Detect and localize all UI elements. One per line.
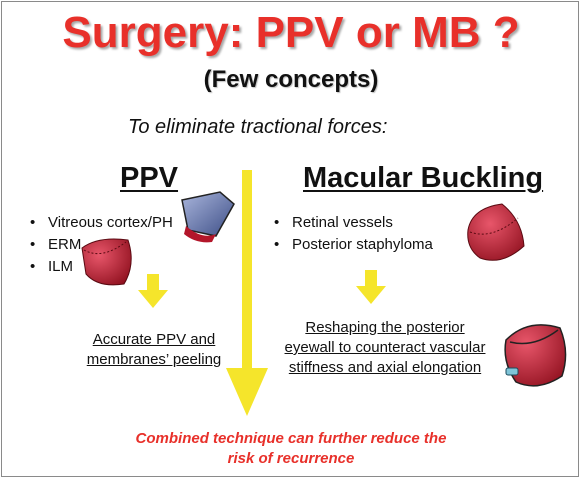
mb-bullet-item: Retinal vessels (272, 212, 472, 234)
mb-result-line: Reshaping the posterior (305, 319, 465, 336)
mb-bullet-item: Posterior staphyloma (272, 234, 472, 256)
ppv-heading: PPV (120, 162, 179, 194)
mb-bullet-list: Retinal vessels Posterior staphyloma (272, 212, 472, 256)
slide-subtitle: (Few concepts) (203, 66, 379, 93)
vitrectomy-instrument-icon (181, 191, 235, 243)
central-arrow-head (226, 368, 268, 416)
slide-title: Surgery: PPV or MB ? (62, 8, 520, 57)
mb-result: Reshaping the posterior eyewall to count… (270, 318, 500, 378)
ppv-down-arrow (138, 274, 168, 308)
eye-cup-right-icon (467, 203, 525, 261)
ppv-result: Accurate PPV and membranes’ peeling (66, 330, 242, 370)
conclusion-line: risk of recurrence (227, 450, 355, 467)
conclusion: Combined technique can further reduce th… (0, 429, 582, 469)
ppv-bullet-item: Vitreous cortex/PH (28, 212, 208, 234)
eye-cup-left-icon (81, 238, 132, 286)
macular-buckle-eye-icon (504, 324, 567, 387)
buckle-element (505, 367, 519, 376)
ppv-bullet-item: ERM (28, 234, 208, 256)
central-arrow (226, 170, 268, 416)
ppv-bullet-item: ILM (28, 256, 208, 278)
ppv-bullet-list: Vitreous cortex/PH ERM ILM (28, 212, 208, 278)
central-arrow-shaft (242, 170, 252, 370)
intro-text: To eliminate tractional forces: (128, 116, 388, 138)
mb-result-line: stiffness and axial elongation (288, 359, 482, 376)
mb-down-arrow (356, 270, 386, 304)
ppv-result-line: Accurate PPV and (92, 331, 216, 348)
mb-result-line: eyewall to counteract vascular (284, 339, 486, 356)
ppv-result-line: membranes’ peeling (86, 351, 222, 368)
conclusion-line: Combined technique can further reduce th… (135, 430, 447, 447)
mb-heading: Macular Buckling (303, 162, 544, 194)
